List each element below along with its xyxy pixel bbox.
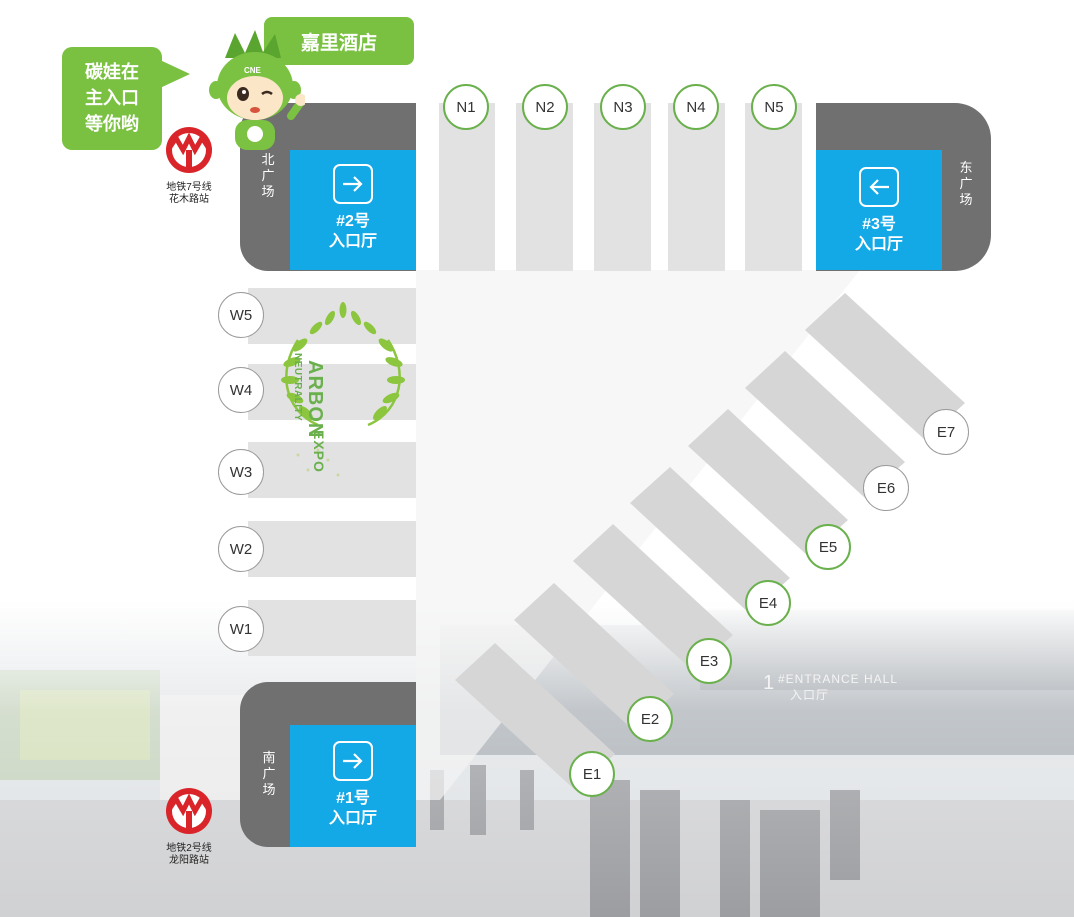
hotel-label: 嘉里酒店 [264,17,414,65]
hall-e5 [688,409,848,556]
hall-label-n2[interactable]: N2 [522,84,568,130]
photo-sign-number: 1 [763,672,776,694]
hall-label-w2[interactable]: W2 [218,526,264,572]
metro-icon [165,788,213,834]
entrance-1[interactable]: #1号 入口厅 [290,725,416,847]
expo-wreath-logo [281,302,405,477]
hall-label-w4[interactable]: W4 [218,367,264,413]
hall-w3 [248,442,416,498]
entrance-2-label2: 入口厅 [328,233,377,250]
east-plaza-label: 东广场 [959,160,973,207]
expo-logo-text-3: EXPO [311,430,327,473]
hall-w1 [248,600,416,656]
hall-label-n1[interactable]: N1 [443,84,489,130]
hall-e4 [630,467,790,614]
metro-station-2-label: 地铁2号线 龙阳路站 [166,843,212,866]
bubble-line-3: 等你哟 [85,114,139,134]
south-plaza-label: 南广场 [262,750,276,797]
entrance-1-label2: 入口厅 [328,810,377,827]
bubble-line-2: 主入口 [85,88,139,108]
expo-logo-text-2: NEUTRALITY [292,353,303,422]
mascot-icon [209,30,305,150]
hall-n1 [439,103,495,271]
hall-e2 [514,583,674,731]
hall-label-n4[interactable]: N4 [673,84,719,130]
mascot-badge: CNE [244,66,261,75]
entrance-3-label2: 入口厅 [854,236,903,253]
hall-label-e5[interactable]: E5 [805,524,851,570]
hall-label-n3[interactable]: N3 [600,84,646,130]
enter-arrow-icon [333,164,373,204]
hall-label-e6[interactable]: E6 [863,465,909,511]
photo-sign-hall-cn: 入口厅 [790,688,830,702]
hall-n5 [745,103,802,271]
hall-e7 [805,293,965,440]
metro-icon [165,127,213,173]
entrance-1-label1: #1号 [336,790,370,807]
hall-label-e7[interactable]: E7 [923,409,969,455]
hall-label-w3[interactable]: W3 [218,449,264,495]
hall-n2 [516,103,573,271]
hall-label-e4[interactable]: E4 [745,580,791,626]
hall-e3 [573,524,733,671]
hall-label-e2[interactable]: E2 [627,696,673,742]
enter-arrow-icon [333,741,373,781]
hall-n3 [594,103,651,271]
hall-label-e3[interactable]: E3 [686,638,732,684]
hall-label-e1[interactable]: E1 [569,751,615,797]
mascot-speech-bubble: 碳娃在 主入口 等你哟 [62,47,162,150]
exit-arrow-icon [859,167,899,207]
bubble-line-1: 碳娃在 [85,62,139,82]
hall-label-w1[interactable]: W1 [218,606,264,652]
photo-sign-hall: #ENTRANCE HALL [778,672,899,686]
entrance-2-label1: #2号 [336,213,370,230]
entrance-3-label1: #3号 [862,216,896,233]
bubble-tail [160,60,190,88]
north-plaza-label: 北广场 [261,152,275,199]
hall-w2 [248,521,416,577]
hall-n4 [668,103,725,271]
hall-label-n5[interactable]: N5 [751,84,797,130]
metro-station-1-label: 地铁7号线 花木路站 [166,182,212,205]
entrance-3[interactable]: #3号 入口厅 [816,150,942,270]
hall-label-w5[interactable]: W5 [218,292,264,338]
hall-e1 [455,643,615,790]
entrance-2[interactable]: #2号 入口厅 [290,150,416,270]
hall-e6 [745,351,905,498]
